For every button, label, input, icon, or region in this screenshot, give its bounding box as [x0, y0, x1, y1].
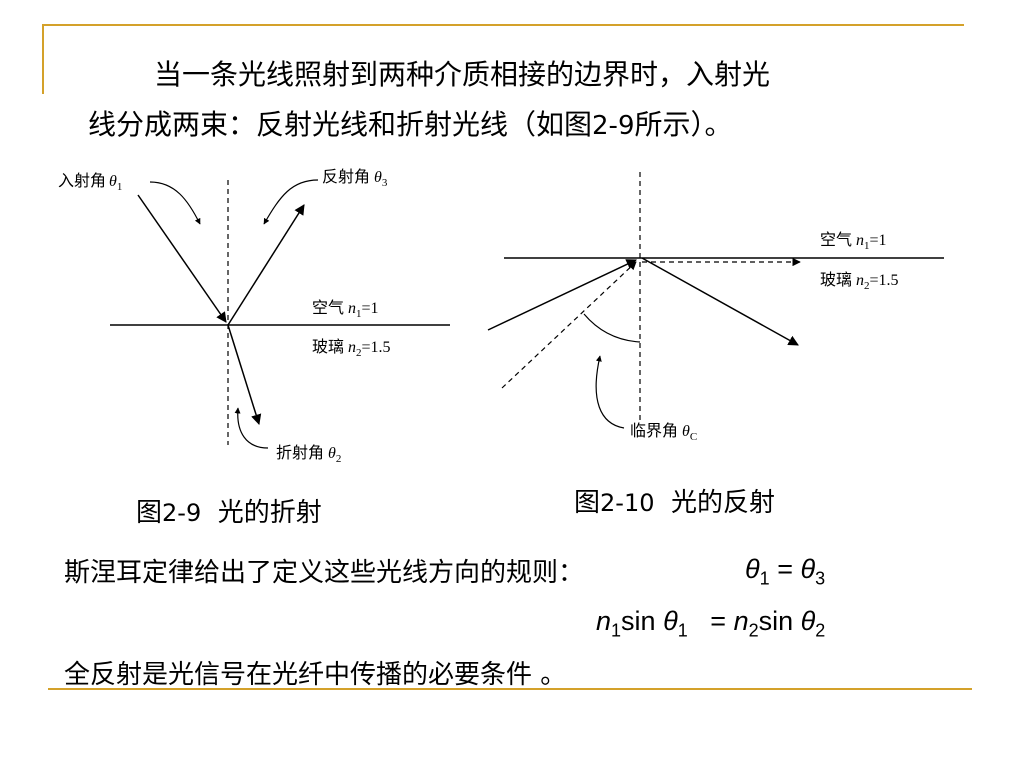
intro-line-2-text: 线分成两束：反射光线和折射光线（如图	[88, 108, 593, 141]
incident-ray	[487, 259, 637, 331]
caption-text: 光的反射	[671, 488, 776, 518]
total-reflection-text: 全反射是光信号在光纤中传播的必要条件 。	[64, 660, 567, 690]
caption-prefix: 图	[136, 498, 163, 528]
caption-number: 2-9	[162, 499, 202, 527]
bottom-decor-line	[48, 688, 972, 690]
left-decor-line	[42, 24, 44, 94]
incident-ray	[137, 194, 227, 323]
critical-angle-arc	[583, 313, 641, 343]
critical-ray	[501, 261, 637, 389]
incident-angle-pointer	[149, 181, 201, 225]
caption-text: 光的折射	[217, 498, 322, 528]
critical-angle-pointer	[595, 355, 625, 429]
figure-2-10-caption: 图2-10 光的反射	[574, 482, 775, 519]
caption-number: 2-10	[600, 489, 655, 517]
equation-snell: n1sin θ1 = n2sin θ2	[596, 606, 826, 641]
top-decor-line	[42, 24, 964, 26]
reflected-ray	[227, 204, 305, 326]
reflected-ray	[641, 257, 799, 346]
snell-law-text: 斯涅耳定律给出了定义这些光线方向的规则：	[64, 558, 585, 588]
refract-angle-pointer	[234, 407, 269, 449]
intro-line-1: 当一条光线照射到两种介质相接的边界时，入射光	[154, 58, 771, 91]
intro-line-2-tail: 所示）。	[634, 108, 733, 141]
equation-reflection: θ1 = θ3	[745, 554, 826, 589]
intro-line-2: 线分成两束：反射光线和折射光线（如图2-9所示）。	[88, 100, 948, 151]
caption-prefix: 图	[574, 488, 601, 518]
reflect-angle-pointer	[263, 179, 319, 225]
intro-paragraph: 当一条光线照射到两种介质相接的边界时，入射光 线分成两束：反射光线和折射光线（如…	[88, 50, 948, 151]
figure-2-9-caption: 图2-9 光的折射	[136, 492, 322, 529]
refracted-ray	[227, 324, 262, 426]
intro-figure-ref: 2-9	[592, 111, 635, 141]
